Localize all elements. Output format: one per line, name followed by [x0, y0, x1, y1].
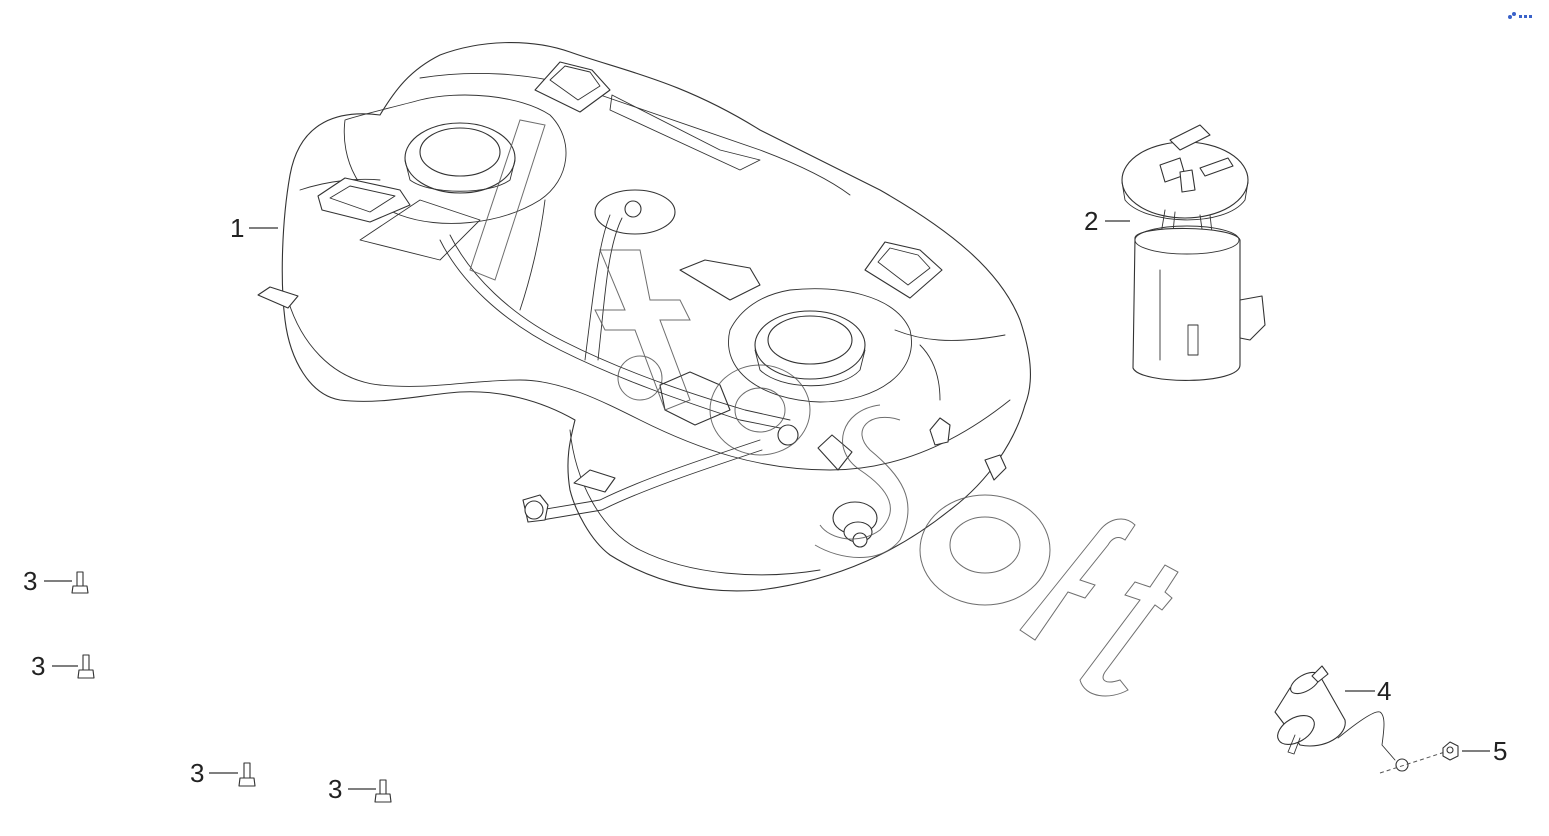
callout-2[interactable]: 2 — [1084, 206, 1098, 236]
callout-4[interactable]: 4 — [1377, 676, 1391, 706]
watermark — [469, 119, 1179, 697]
fuel-filter[interactable] — [1273, 665, 1446, 774]
callout-5[interactable]: 5 — [1493, 736, 1507, 766]
callout-3c[interactable]: 3 — [190, 758, 204, 788]
bolt-d[interactable] — [374, 779, 392, 803]
bolt-a[interactable] — [71, 571, 89, 594]
fuel-tank[interactable] — [257, 42, 1031, 592]
bolt-b[interactable] — [77, 654, 95, 679]
callout-3a[interactable]: 3 — [23, 566, 37, 596]
callout-leaders — [44, 220, 1490, 790]
callout-3d[interactable]: 3 — [328, 774, 342, 804]
view-options-icon[interactable] — [1507, 8, 1537, 19]
nut[interactable] — [1442, 741, 1459, 761]
fuel-pump-module[interactable] — [1121, 124, 1266, 381]
bolt-c[interactable] — [238, 762, 256, 787]
callout-1[interactable]: 1 — [230, 213, 244, 243]
callout-3b[interactable]: 3 — [31, 651, 45, 681]
